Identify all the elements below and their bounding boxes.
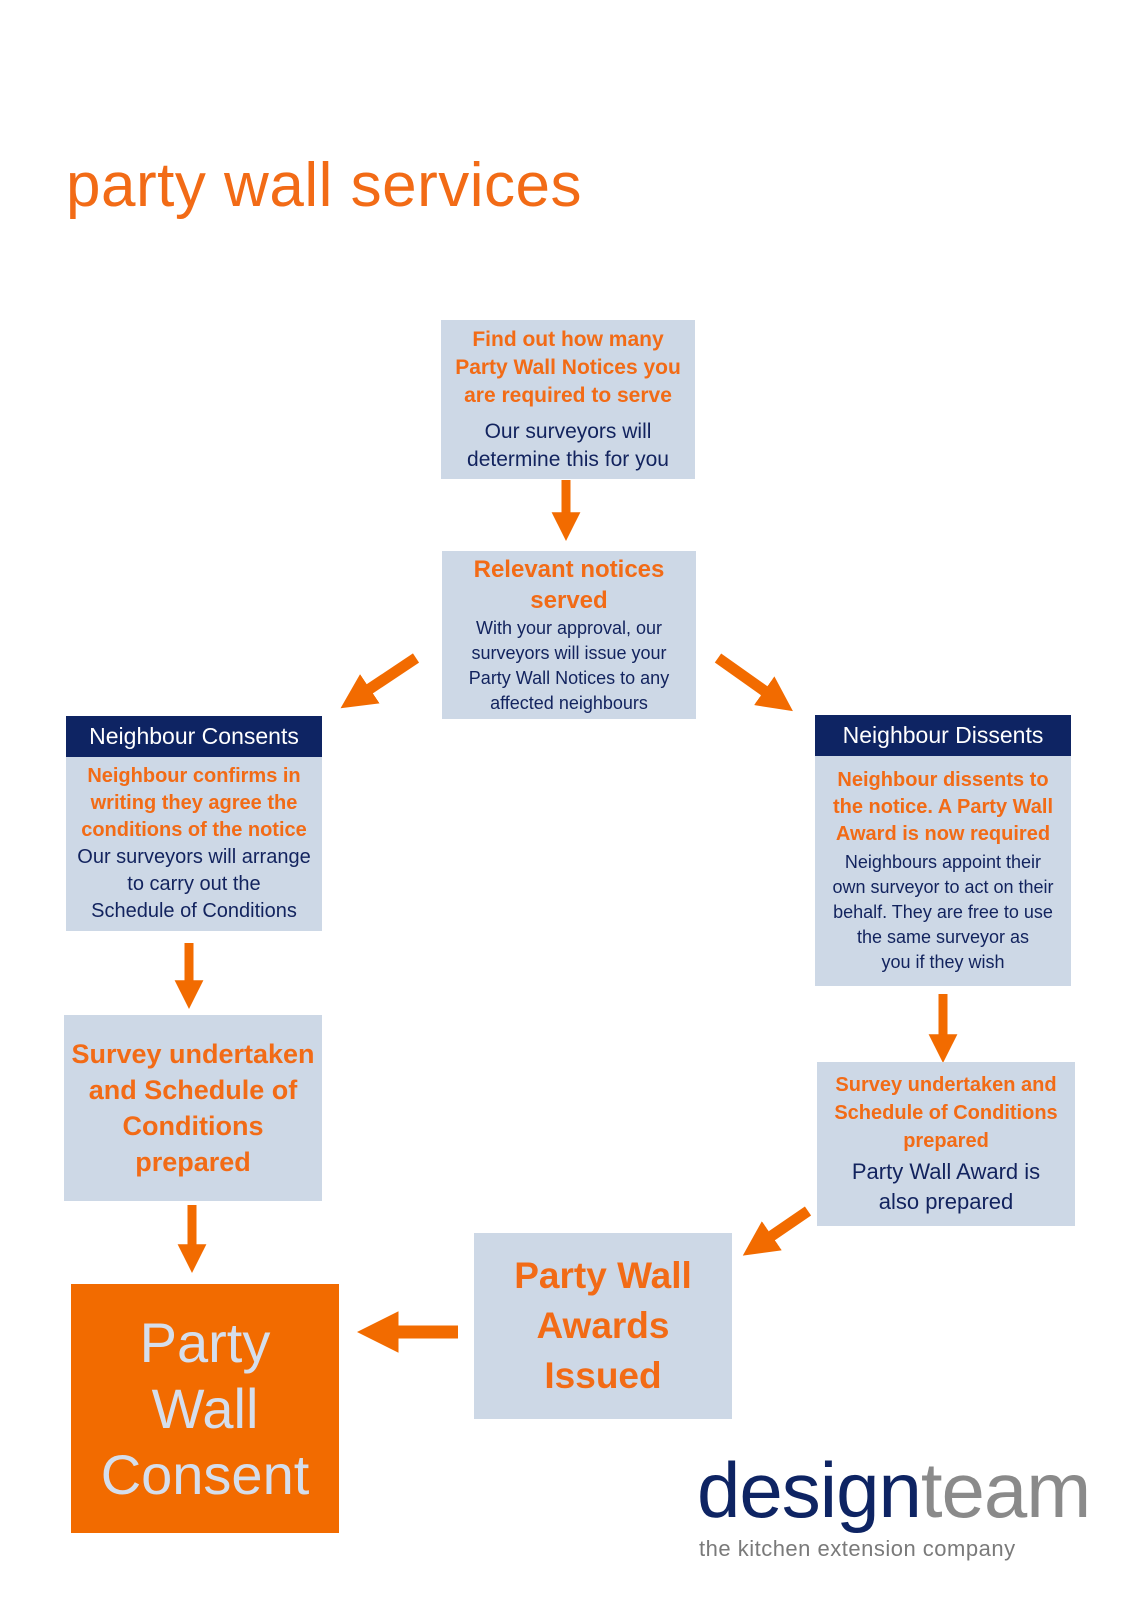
text-line: to carry out the <box>127 873 261 895</box>
logo-tagline: the kitchen extension company <box>699 1536 1016 1561</box>
text-line: Consent <box>100 1442 310 1506</box>
text-line: you if they wish <box>881 952 1005 972</box>
text-line: Issued <box>544 1355 662 1396</box>
text-line: served <box>530 587 608 614</box>
text-line: Party Wall <box>514 1255 692 1296</box>
text-line: own surveyor to act on their <box>832 877 1054 897</box>
node-party-wall-consent: Party Wall Consent <box>71 1284 339 1533</box>
text-line: affected neighbours <box>490 693 648 713</box>
company-logo: designteam <box>697 1450 1091 1530</box>
text-line: Party <box>139 1310 271 1374</box>
text-line: prepared <box>903 1130 989 1152</box>
text-line: Award is now required <box>835 823 1051 845</box>
node-dissents: Neighbour dissents to the notice. A Part… <box>815 756 1071 986</box>
text-line: Party Wall Notices you <box>455 355 681 379</box>
text-line: the same surveyor as <box>856 927 1030 947</box>
text-line: Neighbour dissents to <box>837 769 1049 791</box>
text-line: Awards <box>536 1305 670 1346</box>
arrow-survey-to-awards <box>742 1206 812 1256</box>
text-line: Our surveyors will <box>484 419 652 443</box>
text-line: determine this for you <box>467 447 669 471</box>
text-line: writing they agree the <box>90 792 298 814</box>
page-title: party wall services <box>66 151 582 220</box>
text-line: Our surveyors will arrange <box>77 846 311 868</box>
text-line: conditions of the notice <box>81 819 307 841</box>
node-find-out: Find out how many Party Wall Notices you… <box>441 320 695 479</box>
text-line: Relevant notices <box>473 556 665 583</box>
text-line: are required to serve <box>464 383 672 407</box>
text-line: surveyors will issue your <box>471 643 667 663</box>
text-line: Schedule of Conditions <box>91 900 297 922</box>
text-line: behalf. They are free to use <box>833 902 1053 922</box>
text-line: the notice. A Party Wall <box>832 796 1054 818</box>
node-survey-left: Survey undertaken and Schedule of Condit… <box>64 1015 322 1201</box>
node-consents: Neighbour confirms in writing they agree… <box>66 757 322 931</box>
text-line: Survey undertaken and <box>835 1074 1057 1096</box>
dissents-header: Neighbour Dissents <box>815 715 1071 756</box>
text-line: Neighbours appoint their <box>844 852 1042 872</box>
text-line: Party Wall Award is <box>851 1159 1041 1184</box>
logo-word-design: design <box>697 1446 922 1534</box>
text-line: Find out how many <box>472 327 664 351</box>
text-line: also prepared <box>878 1189 1014 1214</box>
text-line: Neighbour confirms in <box>87 765 301 787</box>
consents-header: Neighbour Consents <box>66 716 322 757</box>
arrow-served-to-consents <box>340 653 420 709</box>
text-line: prepared <box>135 1147 251 1177</box>
text-line: Schedule of Conditions <box>834 1102 1058 1124</box>
logo-word-team: team <box>920 1446 1091 1534</box>
node-notices-served: Relevant notices served With your approv… <box>442 551 696 719</box>
text-line: Wall <box>151 1376 259 1440</box>
text-line: With your approval, our <box>475 618 663 638</box>
text-line: Survey undertaken <box>71 1039 315 1069</box>
node-awards-issued: Party Wall Awards Issued <box>474 1233 732 1419</box>
text-line: Party Wall Notices to any <box>468 668 670 688</box>
text-line: Conditions <box>122 1111 264 1141</box>
arrow-served-to-dissents <box>714 653 793 712</box>
node-survey-right: Survey undertaken and Schedule of Condit… <box>817 1062 1075 1226</box>
text-line: and Schedule of <box>88 1075 298 1105</box>
